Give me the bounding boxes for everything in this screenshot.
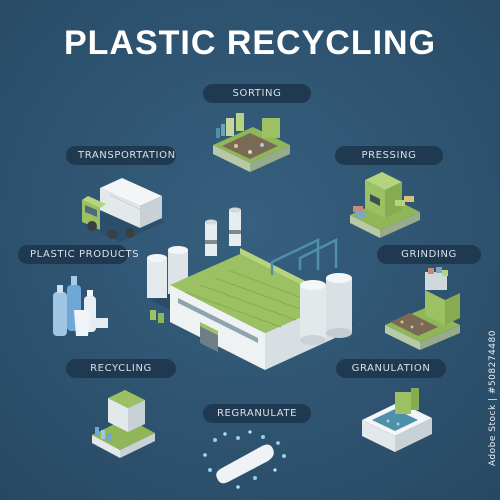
recycling-machine-illustration <box>92 390 155 458</box>
label-grinding: GRINDING <box>377 245 481 264</box>
garbage-truck-illustration <box>80 178 165 242</box>
label-sorting: SORTING <box>203 84 311 103</box>
label-plastic-products: PLASTIC PRODUCTS <box>18 245 139 264</box>
label-transportation: TRANSPORTATION <box>66 146 176 165</box>
label-pressing: PRESSING <box>335 146 443 165</box>
stock-watermark: Adobe Stock | #508274480 <box>488 330 498 467</box>
factory-illustration <box>147 207 355 370</box>
granulation-machine-illustration <box>362 388 432 452</box>
grinder-illustration <box>385 267 460 350</box>
press-machine-illustration <box>350 172 420 238</box>
label-regranulate: REGRANULATE <box>203 404 311 423</box>
label-granulation: GRANULATION <box>336 359 446 378</box>
regranulate-pellets-illustration <box>203 430 286 489</box>
sorting-machine-illustration <box>213 113 290 172</box>
page-title: PLASTIC RECYCLING <box>63 24 437 62</box>
plastic-products-illustration <box>53 276 108 336</box>
label-recycling: RECYCLING <box>66 359 176 378</box>
